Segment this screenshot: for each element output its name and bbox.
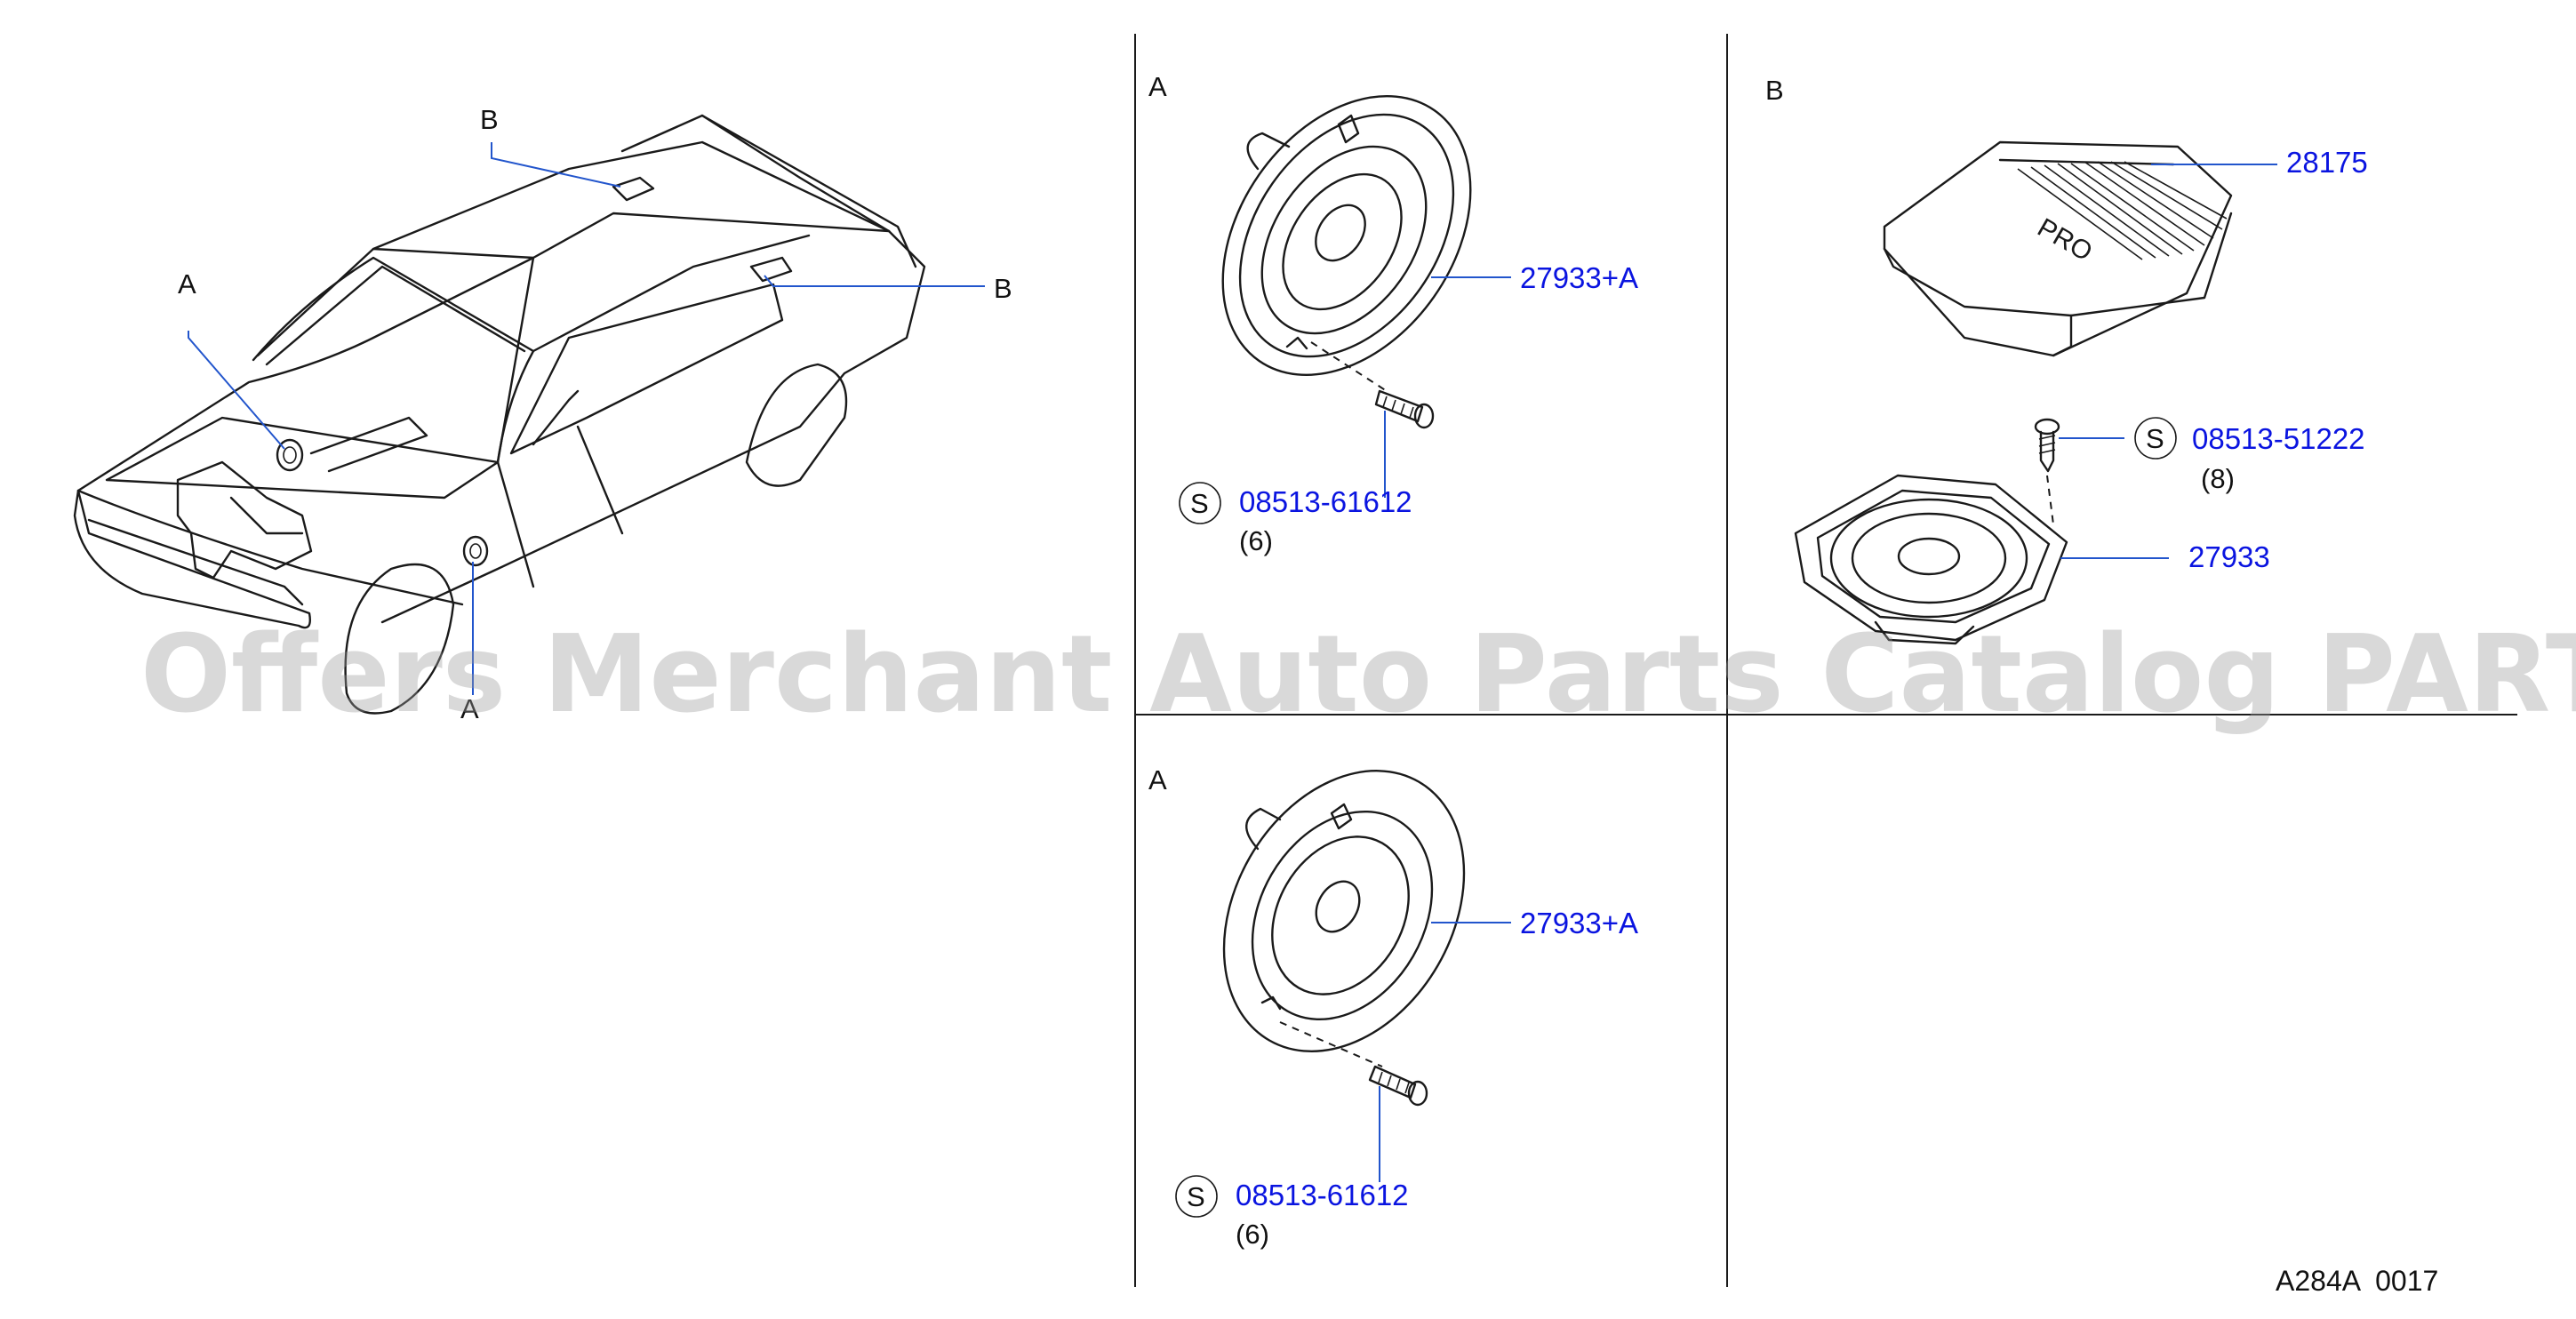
callout-b-roof: B <box>480 104 621 188</box>
cover-part-number: 28175 <box>2286 146 2368 179</box>
screw-quantity: (8) <box>2201 463 2235 494</box>
rear-screw-callout: S 08513-51222 (8) <box>2134 417 2365 494</box>
callout-label: A <box>178 268 196 300</box>
front-screw-drawing <box>1374 389 1435 429</box>
figure-code: A284A 0017 <box>2276 1265 2438 1297</box>
speaker-part-number: 27933+A <box>1520 907 1638 939</box>
speaker-cover-drawing: PRO <box>1883 140 2233 357</box>
service-symbol: S <box>1190 488 1209 519</box>
panel-title: B <box>1765 75 1784 106</box>
front-screw-callout: S 08513-61612 (6) <box>1179 482 1412 556</box>
callout-label: A <box>460 693 479 724</box>
screw-quantity: (6) <box>1236 1219 1269 1250</box>
cover-logo: PRO <box>2033 212 2098 267</box>
screw-part-number: 08513-61612 <box>1239 485 1412 518</box>
lower-speaker-drawing <box>1222 770 1466 1052</box>
service-symbol: S <box>2146 423 2164 454</box>
callout-label: B <box>994 273 1012 304</box>
callout-label: B <box>480 104 499 135</box>
service-symbol: S <box>1187 1181 1205 1212</box>
panel-rear-speaker: B PRO 28175 S 08513-51222 (8) <box>1765 75 2368 645</box>
callout-a-front: A <box>178 268 285 450</box>
watermark: Offers Merchant Auto Parts Catalog PARTS… <box>140 613 2576 737</box>
callout-a-door: A <box>460 562 479 724</box>
screw-part-number: 08513-61612 <box>1236 1179 1409 1211</box>
rear-speaker-drawing <box>1794 474 2068 645</box>
panel-frame <box>1134 34 2517 1287</box>
panel-title: A <box>1148 764 1167 795</box>
rear-screw-drawing <box>2034 418 2060 473</box>
panel-front-speaker: A 27933+A S 08513-61612 (6) <box>1148 71 1638 556</box>
screw-quantity: (6) <box>1239 525 1273 556</box>
speaker-part-number: 27933+A <box>1520 261 1638 294</box>
panel-title: A <box>1148 71 1167 102</box>
front-speaker-drawing <box>1221 94 1472 377</box>
car-overview-illustration <box>73 114 926 715</box>
lower-screw-callout: S 08513-61612 (6) <box>1175 1175 1409 1250</box>
callout-b-rear: B <box>764 273 1012 304</box>
speaker-part-number: 27933 <box>2188 540 2270 573</box>
panel-lower-speaker: A 27933+A S 08513-61612 (6) <box>1148 764 1638 1250</box>
screw-part-number: 08513-51222 <box>2192 422 2365 455</box>
lower-screw-drawing <box>1368 1065 1428 1107</box>
